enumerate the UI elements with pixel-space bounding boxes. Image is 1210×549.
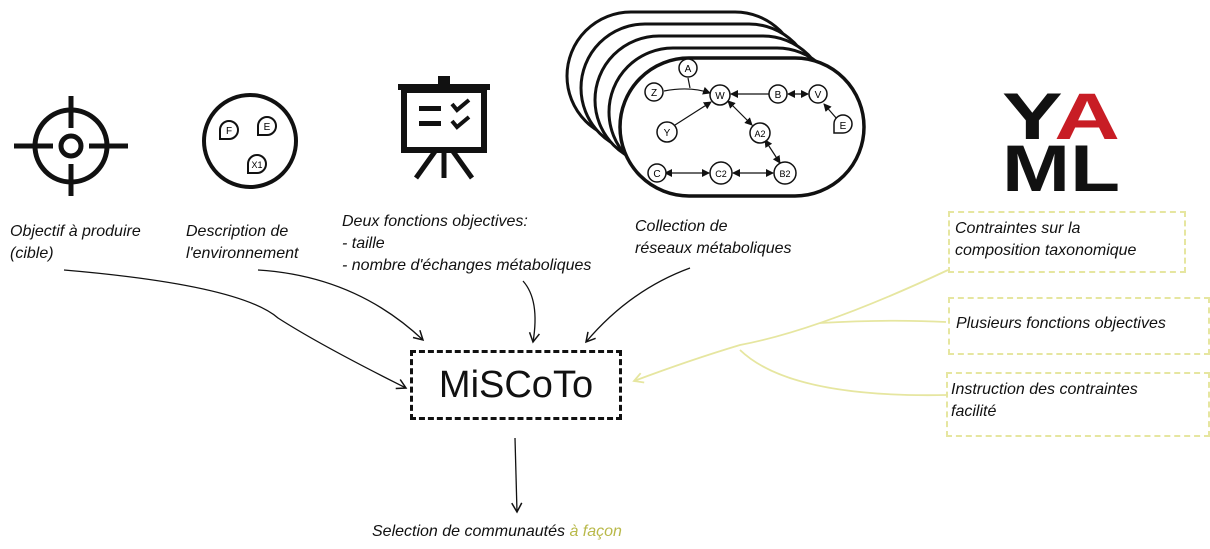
environment-node-f: F xyxy=(219,120,240,140)
yaml-feature-3: Instruction des contraintes facilité xyxy=(951,379,1138,423)
svg-text:W: W xyxy=(715,91,725,102)
label-objectives-line-3: - nombre d'échanges métaboliques xyxy=(342,257,592,274)
yaml-feature-box-2 xyxy=(948,297,1210,355)
arrow-environment xyxy=(257,269,425,342)
network-node-a: A xyxy=(678,58,698,78)
network-node-y: Y xyxy=(656,121,678,143)
connector-main xyxy=(632,269,949,384)
label-networks: Collection de réseaux métaboliques xyxy=(635,216,792,260)
presentation-board-icon xyxy=(398,76,490,180)
label-objectives-line-1: Deux fonctions objectives: xyxy=(342,213,528,230)
label-objectives: Deux fonctions objectives: - taille - no… xyxy=(342,211,591,277)
yaml-feature-box-3 xyxy=(946,372,1210,437)
target-icon xyxy=(14,96,128,196)
environment-node-x1: X1 xyxy=(247,154,268,174)
yaml-feature-2-line-1: Plusieurs fonctions objectives xyxy=(956,315,1166,332)
svg-text:E: E xyxy=(840,121,847,132)
label-target: Objectif à produire (cible) xyxy=(10,221,141,265)
arrow-target xyxy=(63,269,408,390)
network-node-c2: C2 xyxy=(709,161,733,185)
network-node-e: E xyxy=(833,114,853,134)
svg-text:B2: B2 xyxy=(779,169,790,179)
svg-text:C2: C2 xyxy=(715,169,727,179)
yaml-feature-1: Contraintes sur la composition taxonomiq… xyxy=(955,218,1136,262)
svg-text:E: E xyxy=(264,122,271,133)
network-node-c: C xyxy=(647,163,667,183)
connector-instructions xyxy=(739,349,947,397)
yaml-feature-1-line-1: Contraintes sur la xyxy=(955,220,1081,237)
yaml-feature-1-line-2: composition taxonomique xyxy=(955,242,1137,259)
label-objectives-line-2: - taille xyxy=(342,235,385,252)
yaml-connectors xyxy=(632,269,949,397)
svg-text:Z: Z xyxy=(651,88,657,99)
label-environment-line-1: Description de xyxy=(186,223,289,240)
svg-text:Y: Y xyxy=(664,128,671,139)
input-arrows xyxy=(63,267,691,514)
svg-text:A: A xyxy=(685,64,692,75)
label-environment-line-2: l'environnement xyxy=(186,245,299,262)
connector-objectives xyxy=(819,319,947,324)
arrow-networks xyxy=(585,267,691,344)
yaml-feature-3-line-1: Instruction des contraintes xyxy=(951,381,1138,398)
svg-text:B: B xyxy=(775,90,782,101)
network-node-z: Z xyxy=(644,82,664,102)
output-accent: à façon xyxy=(569,523,622,540)
yaml-feature-box-1 xyxy=(948,211,1186,273)
miscoto-label: MiSCoTo xyxy=(438,363,594,406)
label-environment: Description de l'environnement xyxy=(186,221,298,265)
environment-node-e: E xyxy=(257,116,278,136)
yaml-logo-bottom: ML xyxy=(1002,131,1120,205)
label-target-line-2: (cible) xyxy=(10,245,54,262)
network-node-b: B xyxy=(768,84,788,104)
miscoto-box: MiSCoTo xyxy=(410,350,622,420)
arrow-objectives xyxy=(522,280,540,344)
network-stack-icon: A Z W B V Y A2 E C C2 B2 xyxy=(565,10,866,198)
label-target-line-1: Objectif à produire xyxy=(10,223,141,240)
svg-text:V: V xyxy=(815,90,822,101)
arrow-output xyxy=(511,437,523,514)
svg-text:F: F xyxy=(226,126,232,137)
svg-text:A2: A2 xyxy=(754,129,765,139)
network-node-w: W xyxy=(709,84,731,106)
output-text: Selection de communautés xyxy=(372,523,570,540)
yaml-feature-3-line-2: facilité xyxy=(951,403,997,420)
environment-icon: F E X1 xyxy=(202,93,298,189)
network-node-b2: B2 xyxy=(773,161,797,185)
label-networks-line-2: réseaux métaboliques xyxy=(635,240,792,257)
yaml-feature-2: Plusieurs fonctions objectives xyxy=(956,313,1166,335)
svg-text:C: C xyxy=(653,169,660,180)
network-node-a2: A2 xyxy=(749,122,771,144)
label-networks-line-1: Collection de xyxy=(635,218,728,235)
network-node-v: V xyxy=(808,84,828,104)
svg-text:X1: X1 xyxy=(251,160,262,170)
output-label: Selection de communautés à façon xyxy=(372,521,622,543)
